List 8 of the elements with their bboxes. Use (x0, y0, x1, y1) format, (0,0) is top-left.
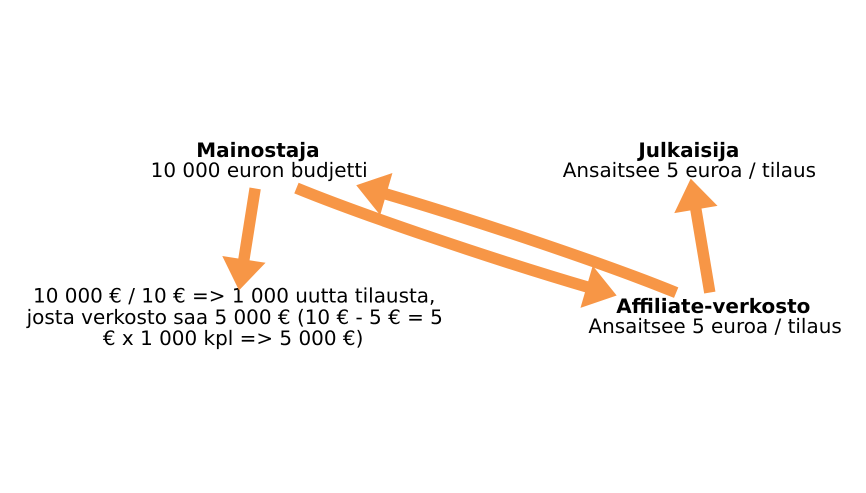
node-text: Julkaisija Ansaitsee 5 euroa / tilaus (562, 138, 816, 182)
node-text: Affiliate-verkosto Ansaitsee 5 euroa / tilaus (588, 294, 842, 338)
node-text: 10 000 € / 10 € => 1 000 uutta tilausta, josta verkosto saa 5 000 € (10 € - 5 € = 5 € x 1 000 kpl => 5 000 €) (26, 283, 443, 350)
node-text: Mainostaja 10 000 euron budjetti (150, 138, 368, 182)
arrow (674, 178, 718, 294)
arrow (294, 182, 617, 308)
arrow (356, 172, 678, 298)
arrow (222, 188, 266, 290)
